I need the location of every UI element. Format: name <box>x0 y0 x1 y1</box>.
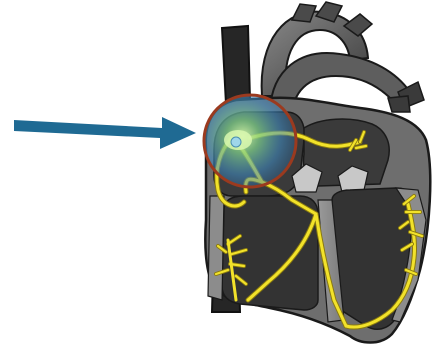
sa-node-highlight <box>204 95 296 187</box>
pointer-arrow <box>14 117 196 149</box>
